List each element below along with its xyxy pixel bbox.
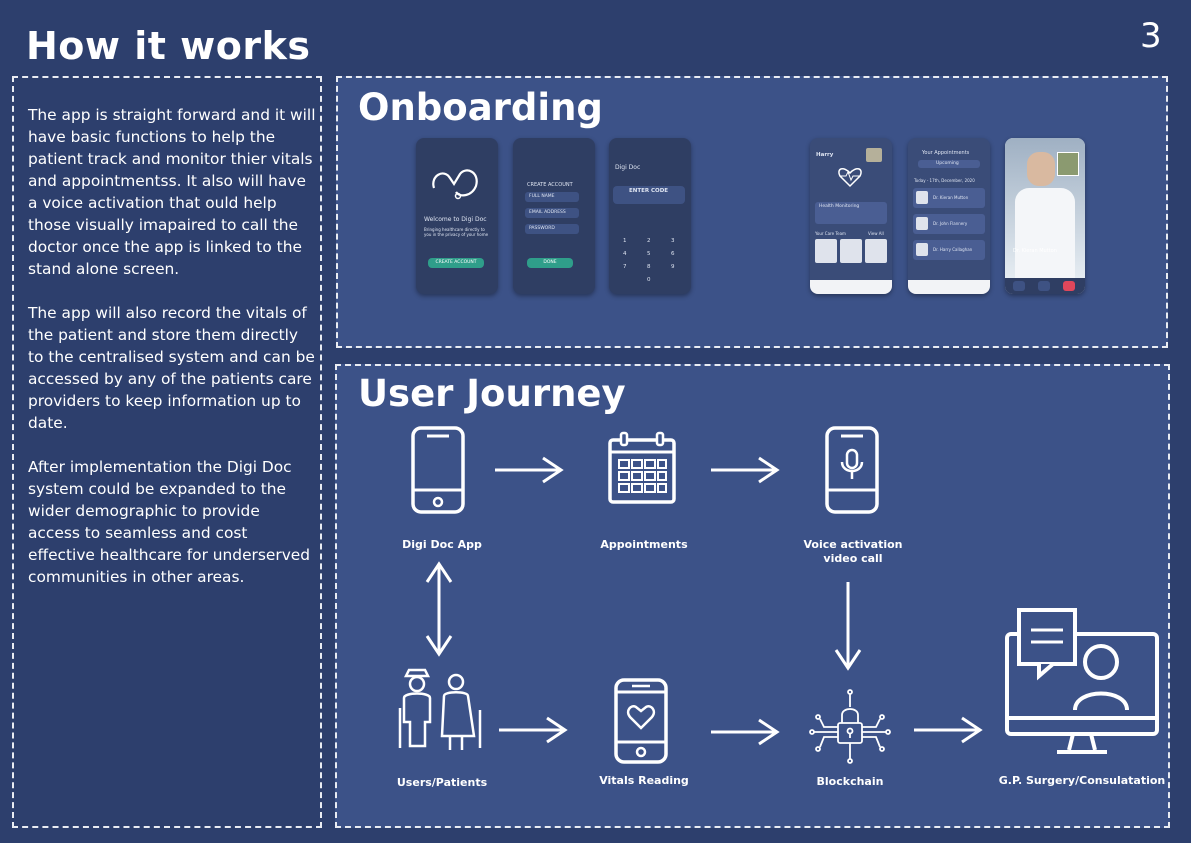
- create-account-button[interactable]: CREATE ACCOUNT: [428, 258, 484, 268]
- profile-photo: [866, 148, 882, 162]
- appointments-date: Today - 17th, December, 2020: [914, 178, 975, 183]
- arrow-right-icon: [499, 716, 568, 744]
- welcome-heading: Welcome to Digi Doc: [424, 216, 487, 223]
- arrow-down-icon: [834, 582, 862, 671]
- health-monitoring-card[interactable]: Health Monitoring: [815, 202, 887, 224]
- upcoming-tab[interactable]: Upcoming: [918, 160, 980, 168]
- description-paragraph-1: The app is straight forward and it will …: [28, 106, 316, 278]
- key-7[interactable]: 7: [623, 264, 627, 270]
- self-view-thumbnail: [1057, 152, 1079, 176]
- key-1[interactable]: 1: [623, 238, 627, 244]
- description-panel: The app is straight forward and it will …: [12, 76, 322, 828]
- call-controls: [1005, 278, 1085, 294]
- voice-phone-icon: [825, 426, 879, 514]
- key-3[interactable]: 3: [671, 238, 675, 244]
- code-screen-heading: Digi Doc: [615, 164, 641, 171]
- key-2[interactable]: 2: [647, 238, 651, 244]
- enter-code-screen: Digi Doc ENTER CODE 1 2 3 4 5 6 7 8 9 0: [609, 138, 691, 294]
- mic-button[interactable]: [1013, 281, 1025, 291]
- blockchain-lock-icon: [809, 689, 891, 764]
- care-team-label: Your Care Team: [815, 231, 846, 236]
- email-field[interactable]: EMAIL ADDRESS: [525, 208, 579, 218]
- welcome-screen: Welcome to Digi Doc Bringing healthcare …: [416, 138, 498, 294]
- step-label-appointments: Appointments: [600, 538, 688, 551]
- arrow-right-icon: [914, 716, 983, 744]
- heartbeat-icon: [838, 168, 862, 188]
- step-label-blockchain: Blockchain: [816, 775, 884, 788]
- step-label-app: Digi Doc App: [402, 538, 482, 551]
- home-dashboard-screen: Harry Health Monitoring Your Care Team V…: [810, 138, 892, 294]
- key-0[interactable]: 0: [647, 277, 651, 283]
- page-number: 3: [1140, 16, 1162, 56]
- elderly-couple-icon: [398, 668, 482, 750]
- doctor-avatar: [916, 191, 928, 204]
- vitals-phone-icon: [614, 678, 668, 764]
- welcome-subtitle: Bringing healthcare directly to you in t…: [424, 227, 489, 237]
- upcoming-tab-label: Upcoming: [936, 161, 959, 166]
- key-9[interactable]: 9: [671, 264, 675, 270]
- smartphone-icon: [411, 426, 465, 514]
- arrow-right-icon: [711, 456, 780, 484]
- code-entry-box[interactable]: ENTER CODE: [613, 186, 685, 204]
- keypad: 1 2 3 4 5 6 7 8 9 0: [613, 234, 685, 292]
- doctor-avatar: [916, 217, 928, 230]
- user-journey-panel: User Journey Digi Doc App Appointments: [335, 364, 1170, 828]
- onboarding-panel: Onboarding Welcome to Digi Doc Bringing …: [336, 76, 1168, 348]
- enter-code-label: ENTER CODE: [629, 188, 669, 194]
- arrow-right-icon: [495, 456, 564, 484]
- doctor-card[interactable]: [865, 239, 887, 263]
- description-paragraph-2: The app will also record the vitals of t…: [28, 304, 315, 432]
- password-field[interactable]: PASSWORD: [525, 224, 579, 234]
- appointments-screen: Your Appointments Upcoming Today - 17th,…: [908, 138, 990, 294]
- health-monitoring-label: Health Monitoring: [819, 204, 860, 209]
- key-8[interactable]: 8: [647, 264, 651, 270]
- telehealth-monitor-icon: [1005, 608, 1159, 754]
- step-label-users: Users/Patients: [396, 776, 488, 789]
- view-all-link[interactable]: View All: [868, 231, 884, 236]
- onboarding-title: Onboarding: [358, 86, 603, 129]
- doctor-face: [1027, 152, 1055, 186]
- doctor-card[interactable]: [840, 239, 862, 263]
- video-call-screen: Dr. Kieran Mutton: [1005, 138, 1085, 294]
- bottom-nav[interactable]: [908, 280, 990, 294]
- call-doctor-name: Dr. Kieran Mutton: [1013, 248, 1057, 254]
- step-label-voice-line2: video call: [823, 552, 883, 565]
- key-6[interactable]: 6: [671, 251, 675, 257]
- create-account-heading: CREATE ACCOUNT: [527, 182, 573, 188]
- key-4[interactable]: 4: [623, 251, 627, 257]
- appointment-card[interactable]: Dr. Kieran Mutton: [913, 188, 985, 208]
- arrow-right-icon: [711, 718, 780, 746]
- double-arrow-icon: [425, 561, 453, 657]
- user-journey-title: User Journey: [358, 372, 626, 415]
- step-label-voice-line1: Voice activation: [803, 538, 903, 551]
- page-title: How it works: [26, 24, 311, 68]
- doctor-avatar: [916, 243, 928, 256]
- calendar-icon: [608, 431, 676, 504]
- heart-logo-icon: [432, 169, 478, 200]
- full-name-field[interactable]: FULL NAME: [525, 192, 579, 202]
- appointment-doctor-name: Dr. John Flannery: [933, 221, 968, 226]
- key-5[interactable]: 5: [647, 251, 651, 257]
- doctor-card[interactable]: [815, 239, 837, 263]
- camera-button[interactable]: [1038, 281, 1050, 291]
- appointments-title: Your Appointments: [922, 150, 970, 156]
- end-call-button[interactable]: [1063, 281, 1075, 291]
- done-button[interactable]: DONE: [527, 258, 573, 268]
- appointment-doctor-name: Dr. Harry Callaghan: [933, 247, 973, 252]
- create-account-screen: CREATE ACCOUNT FULL NAME EMAIL ADDRESS P…: [513, 138, 595, 294]
- appointment-card[interactable]: Dr. Harry Callaghan: [913, 240, 985, 260]
- appointment-doctor-name: Dr. Kieran Mutton: [933, 195, 969, 200]
- doctor-coat: [1015, 188, 1075, 278]
- home-greeting: Harry: [816, 152, 834, 158]
- appointment-card[interactable]: Dr. John Flannery: [913, 214, 985, 234]
- step-label-gp: G.P. Surgery/Consulatation: [998, 774, 1166, 787]
- step-label-vitals: Vitals Reading: [599, 774, 689, 787]
- bottom-nav[interactable]: [810, 280, 892, 294]
- description-paragraph-3: After implementation the Digi Doc system…: [28, 458, 311, 586]
